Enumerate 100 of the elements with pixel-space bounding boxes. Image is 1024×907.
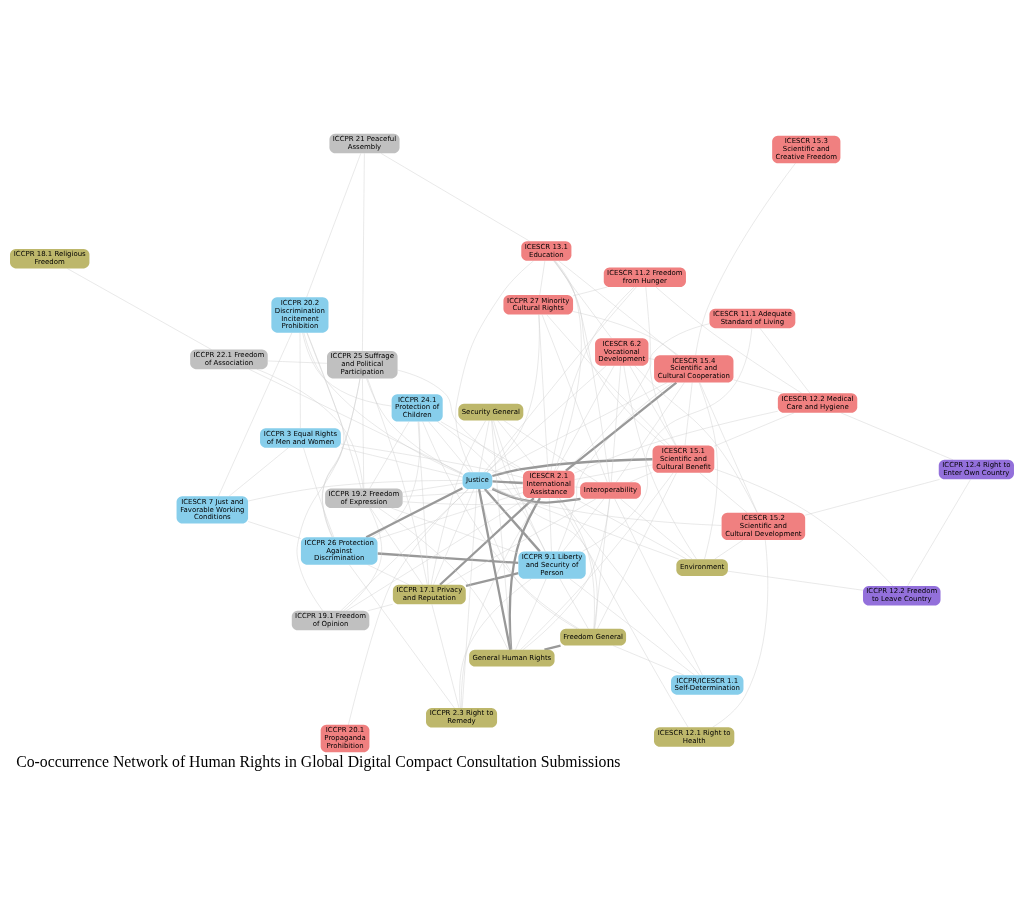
connector xyxy=(247,480,463,502)
connector xyxy=(508,497,541,650)
connector xyxy=(565,381,678,472)
connector xyxy=(461,497,540,709)
connector xyxy=(553,260,666,446)
connector xyxy=(558,260,677,356)
connector xyxy=(515,578,547,650)
connector xyxy=(492,458,653,478)
connector xyxy=(349,564,455,709)
connector xyxy=(303,447,335,538)
connector xyxy=(714,468,894,587)
connector xyxy=(366,378,463,475)
connector xyxy=(459,578,532,709)
connector xyxy=(699,472,748,513)
diagram-title: Co-occurrence Network of Human Rights in Global Digital Compact Consultation Submissions xyxy=(16,752,621,770)
connector xyxy=(557,382,673,552)
connector xyxy=(302,332,392,407)
connector xyxy=(492,382,668,474)
connector xyxy=(491,487,581,504)
connector xyxy=(544,644,561,651)
connector xyxy=(446,498,597,586)
connector xyxy=(727,571,864,591)
connector xyxy=(539,260,546,296)
connector xyxy=(572,286,608,297)
connector xyxy=(483,488,541,553)
connector xyxy=(322,378,361,538)
connector xyxy=(574,464,653,480)
connector xyxy=(613,645,685,676)
connector xyxy=(569,578,695,676)
connector xyxy=(492,480,523,485)
connector xyxy=(486,314,540,473)
connector xyxy=(365,487,463,539)
connector xyxy=(522,498,610,650)
connector xyxy=(369,421,410,489)
connector xyxy=(296,378,361,611)
connector xyxy=(491,420,512,650)
connector xyxy=(422,421,579,630)
connector xyxy=(306,332,345,538)
connector xyxy=(572,311,679,356)
connector xyxy=(553,260,612,339)
connector xyxy=(805,479,940,516)
connector xyxy=(645,286,677,446)
connector xyxy=(377,552,519,565)
connector xyxy=(634,365,758,513)
connector xyxy=(559,578,589,630)
connector xyxy=(497,420,538,471)
connector xyxy=(550,287,635,471)
connector xyxy=(439,497,535,586)
connector xyxy=(372,421,421,538)
connector xyxy=(620,498,693,560)
connector xyxy=(614,498,703,676)
connector xyxy=(367,378,428,585)
connector xyxy=(306,153,361,298)
connector xyxy=(492,487,679,560)
connector xyxy=(477,488,512,650)
connector xyxy=(380,153,531,242)
connector xyxy=(759,328,811,394)
connector xyxy=(629,472,653,483)
connector xyxy=(733,379,783,394)
connector xyxy=(440,421,526,471)
connector xyxy=(554,260,582,471)
connector xyxy=(465,572,519,587)
connector xyxy=(433,488,475,585)
connector xyxy=(698,382,718,560)
connector xyxy=(556,497,689,728)
connector xyxy=(907,479,971,587)
connector xyxy=(417,421,429,586)
connector xyxy=(492,488,722,526)
connector xyxy=(611,365,621,483)
connector xyxy=(370,507,423,586)
connector xyxy=(554,260,610,483)
connector xyxy=(343,508,382,611)
connector xyxy=(629,365,676,446)
connector xyxy=(340,447,463,478)
connector xyxy=(684,382,693,446)
connector xyxy=(616,382,685,483)
connector xyxy=(573,497,687,560)
connector xyxy=(461,488,478,709)
connector xyxy=(367,604,393,612)
connector xyxy=(564,323,710,471)
connector xyxy=(437,421,546,552)
connector xyxy=(67,268,212,350)
connector xyxy=(648,358,655,360)
connector xyxy=(218,332,293,497)
connector xyxy=(712,539,769,728)
connector xyxy=(303,332,463,475)
connector xyxy=(597,472,677,629)
connector xyxy=(493,420,546,552)
connector xyxy=(228,447,289,497)
connector xyxy=(340,443,524,478)
connector xyxy=(377,492,524,539)
connector xyxy=(541,314,608,483)
connector xyxy=(623,365,697,560)
connector xyxy=(431,604,460,709)
connector xyxy=(491,420,598,629)
connector xyxy=(402,487,524,497)
connector xyxy=(428,421,471,473)
connector xyxy=(556,365,615,471)
connector xyxy=(478,420,490,473)
connector xyxy=(562,498,605,552)
